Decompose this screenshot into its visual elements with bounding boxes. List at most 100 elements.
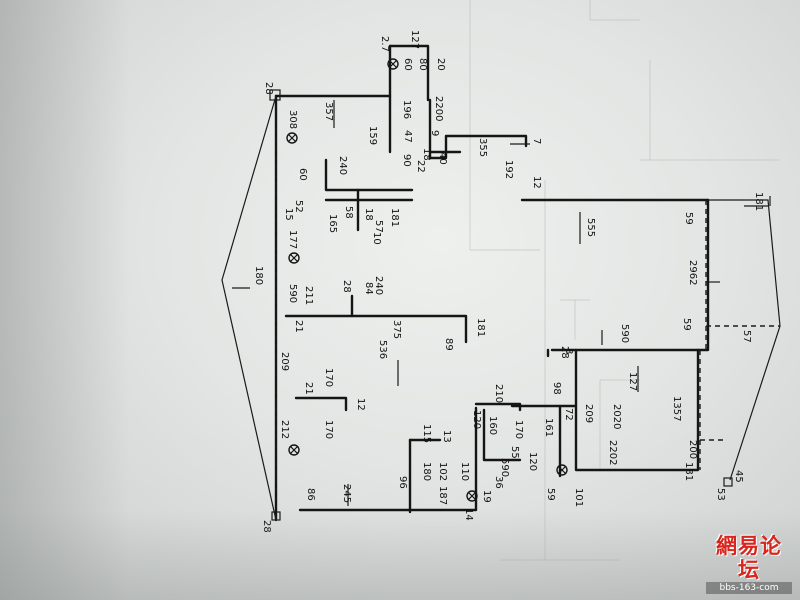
dim-2202: 2202 [607, 440, 618, 465]
dim-120: 120 [471, 410, 482, 429]
dim-308: 308 [287, 110, 298, 129]
dim-72: 72 [563, 408, 574, 421]
balcony-right [708, 199, 781, 481]
column-bottom-right [723, 477, 733, 487]
dim-170-c: 170 [513, 420, 524, 439]
dim-181-c: 181 [475, 318, 486, 337]
columns [269, 89, 733, 521]
dim-18-b: 18 [363, 208, 374, 221]
dim-28-corner-top: 28 [263, 82, 274, 95]
dim-10: 10 [371, 232, 382, 245]
dim-28-corner-bottom: 28 [261, 520, 272, 533]
dim-21: 21 [293, 320, 304, 333]
dim-160: 160 [487, 416, 498, 435]
dim-200: 200 [687, 440, 698, 459]
outer-walls [274, 44, 710, 522]
dim-181-a: 181 [389, 208, 400, 227]
dim-110: 110 [459, 462, 470, 481]
dim-180: 180 [253, 266, 264, 285]
ceiling-light-icon [556, 464, 568, 476]
column-top-left [269, 89, 281, 101]
dim-240-b: 240 [373, 276, 384, 295]
bleed-through-lines [469, 0, 780, 561]
dim-12-b: 12 [355, 398, 366, 411]
dim-13: 13 [441, 430, 452, 443]
dim-210: 210 [493, 384, 504, 403]
wall-bath [474, 402, 522, 412]
dim-12: 12 [531, 176, 542, 189]
dim-161: 161 [543, 418, 554, 437]
dim-192: 192 [503, 160, 514, 179]
dim-375: 375 [391, 320, 402, 339]
ceiling-light-icon [466, 490, 478, 502]
wall-small-room [294, 396, 348, 412]
ceiling-light-icon [387, 58, 399, 70]
dim-59-c: 59 [545, 488, 556, 501]
bay-window-lines [221, 95, 781, 521]
dim-18-a: 18 [421, 148, 432, 161]
dim-22: 22 [415, 160, 426, 173]
dim-2020: 2020 [611, 404, 622, 429]
dim-15-a: 15 [283, 208, 294, 221]
wall-lower-left [298, 406, 478, 512]
dim-57-b: 57 [741, 330, 752, 343]
dim-357-top: 357 [323, 102, 334, 121]
dim-240-a: 240 [337, 156, 348, 175]
watermark-title: 網易论坛 [716, 534, 782, 582]
dim-211: 211 [303, 286, 314, 305]
wall-right-side [550, 198, 710, 352]
wall-upper-closet [324, 158, 414, 192]
dim-7-a: 7 [531, 138, 542, 144]
dim-59-b: 59 [681, 318, 692, 331]
dim-170-a: 170 [323, 368, 334, 387]
dimension-labels: 127 2.7 80 60 20 196 2200 357 308 28 159… [253, 30, 764, 533]
wall-mid-long [284, 314, 468, 344]
light-symbols [286, 58, 568, 502]
dim-58: 58 [343, 206, 354, 219]
wall-lower-right [574, 348, 700, 472]
dim-177: 177 [287, 230, 298, 249]
dim-101: 101 [573, 488, 584, 507]
wall-stair-right [428, 98, 528, 160]
dim-47: 47 [402, 130, 413, 143]
watermark-logo: 網易论坛 bbs-163-com [706, 534, 792, 594]
dim-28-b: 28 [559, 346, 570, 359]
dim-196: 196 [401, 100, 412, 119]
dim-165: 165 [327, 214, 338, 233]
dim-536: 536 [377, 340, 388, 359]
dim-21-b: 21 [303, 382, 314, 395]
dim-209: 209 [279, 352, 290, 371]
dim-20: 20 [435, 58, 446, 71]
dim-86: 86 [305, 488, 316, 501]
column-bottom-left [271, 511, 281, 521]
dim-212: 212 [279, 420, 290, 439]
dim-1357: 1357 [671, 396, 682, 421]
dim-96: 96 [397, 476, 408, 489]
dim-355: 355 [477, 138, 488, 157]
dim-170-b: 170 [323, 420, 334, 439]
dimension-lines [232, 100, 768, 506]
ceiling-light-icon [288, 444, 300, 456]
wall-stair-top [388, 44, 430, 102]
dim-120-b: 120 [527, 452, 538, 471]
dim-181-b: 181 [753, 192, 764, 211]
dim-590-c: 590 [499, 458, 510, 477]
dim-90-a: 90 [401, 154, 412, 167]
dim-45: 45 [733, 470, 744, 483]
dim-180-b: 180 [421, 462, 432, 481]
dim-187: 187 [437, 486, 448, 505]
dim-60-top: 60 [402, 58, 413, 71]
dim-2200: 2200 [433, 96, 444, 121]
dashed-lines [275, 110, 780, 500]
ceiling-light-icon [288, 252, 300, 264]
dim-14: 14 [463, 508, 474, 521]
dim-40-a: 40 [437, 152, 448, 165]
dim-19: 19 [481, 490, 492, 503]
dim-57-a: 57 [373, 220, 384, 233]
dim-52: 52 [293, 200, 304, 213]
dim-102: 102 [437, 462, 448, 481]
dim-590: 590 [287, 284, 298, 303]
ceiling-light-icon [286, 132, 298, 144]
